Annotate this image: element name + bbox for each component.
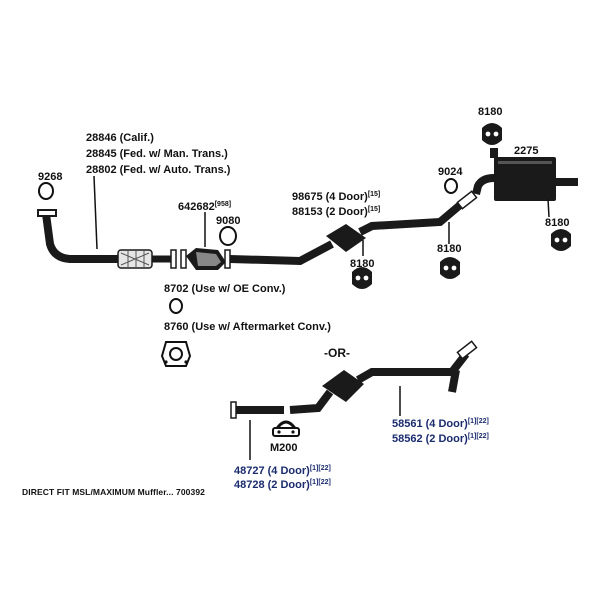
label-m200: M200 bbox=[270, 442, 298, 454]
hanger-8180-center-icon bbox=[352, 267, 372, 289]
alternate-pipe-48727 bbox=[230, 401, 284, 419]
label-98675-ref: [15] bbox=[367, 191, 381, 198]
label-58561-ref: [1][22] bbox=[467, 418, 489, 425]
label-88153-ref: [15] bbox=[367, 206, 381, 213]
label-48728: 48728 (2 Door)[1][22] bbox=[234, 476, 331, 492]
label-642682-ref: [958] bbox=[214, 201, 232, 208]
label-28802: 28802 (Fed. w/ Auto. Trans.) bbox=[86, 164, 231, 176]
label-58562: 58562 (2 Door)[1][22] bbox=[392, 430, 489, 446]
leader-line-muffler bbox=[547, 198, 550, 218]
label-48727-part: 48727 (4 Door) bbox=[234, 465, 310, 477]
clamp-m200-icon bbox=[272, 420, 300, 437]
intermediate-pipe-resonator bbox=[229, 190, 478, 266]
label-48727-ref: [1][22] bbox=[309, 465, 331, 472]
leader-line-front-pipe bbox=[93, 175, 98, 250]
label-88153-part: 88153 (2 Door) bbox=[292, 206, 368, 218]
label-8180-mid: 8180 bbox=[437, 243, 462, 255]
label-58562-part: 58562 (2 Door) bbox=[392, 433, 468, 445]
gasket-9268-icon bbox=[38, 182, 54, 200]
label-58562-ref: [1][22] bbox=[467, 433, 489, 440]
label-8702: 8702 (Use w/ OE Conv.) bbox=[164, 283, 286, 295]
label-88153: 88153 (2 Door)[15] bbox=[292, 203, 380, 219]
label-642682: 642682[958] bbox=[178, 198, 231, 214]
muffler bbox=[472, 148, 578, 201]
alternate-pipe-58561 bbox=[289, 340, 478, 414]
gasket-9080-icon bbox=[219, 226, 237, 246]
label-48728-part: 48728 (2 Door) bbox=[234, 479, 310, 491]
label-9024: 9024 bbox=[438, 166, 463, 178]
label-98675: 98675 (4 Door)[15] bbox=[292, 188, 380, 204]
catalytic-converter bbox=[180, 248, 231, 270]
hanger-8180-right-icon bbox=[551, 229, 571, 251]
label-8180-right: 8180 bbox=[545, 217, 570, 229]
front-pipe bbox=[37, 209, 177, 269]
label-28845: 28845 (Fed. w/ Man. Trans.) bbox=[86, 148, 228, 160]
label-48728-ref: [1][22] bbox=[309, 479, 331, 486]
label-9080: 9080 bbox=[216, 215, 241, 227]
hanger-8180-mid-icon bbox=[440, 257, 460, 279]
gasket-9024-icon bbox=[444, 178, 458, 194]
label-28846: 28846 (Calif.) bbox=[86, 132, 154, 144]
label-2275: 2275 bbox=[514, 145, 539, 157]
label-58561: 58561 (4 Door)[1][22] bbox=[392, 415, 489, 431]
label-8180-top: 8180 bbox=[478, 106, 503, 118]
label-48727: 48727 (4 Door)[1][22] bbox=[234, 462, 331, 478]
gasket-8702-icon bbox=[169, 298, 183, 314]
flange-gasket-8760-icon bbox=[160, 341, 192, 367]
footer-note: DIRECT FIT MSL/MAXIMUM Muffler... 700392 bbox=[22, 487, 205, 497]
or-separator: -OR- bbox=[324, 346, 350, 360]
label-8760: 8760 (Use w/ Aftermarket Conv.) bbox=[164, 321, 331, 333]
label-8180-center: 8180 bbox=[350, 258, 375, 270]
label-9268: 9268 bbox=[38, 171, 63, 183]
hanger-8180-top-icon bbox=[482, 123, 502, 145]
label-642682-part: 642682 bbox=[178, 201, 215, 213]
label-98675-part: 98675 (4 Door) bbox=[292, 191, 368, 203]
label-58561-part: 58561 (4 Door) bbox=[392, 418, 468, 430]
